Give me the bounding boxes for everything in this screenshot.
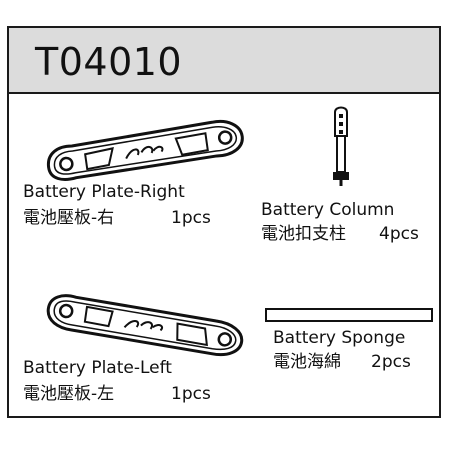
part-number: T04010 <box>35 40 183 84</box>
battery-plate-right-chinese: 電池壓板-右 <box>23 208 115 228</box>
battery-column-icon <box>333 106 349 186</box>
battery-sponge-qty: 2pcs <box>371 352 411 372</box>
battery-column-name: Battery Column <box>261 200 395 220</box>
battery-plate-left-chinese: 電池壓板-左 <box>23 384 115 404</box>
battery-plate-right-name: Battery Plate-Right <box>23 182 185 202</box>
battery-plate-right-icon <box>46 120 244 181</box>
battery-column-qty: 4pcs <box>379 224 419 244</box>
battery-plate-right-qty: 1pcs <box>171 208 211 228</box>
battery-plate-left-name: Battery Plate-Left <box>23 358 172 378</box>
header-bar: T04010 <box>9 28 439 94</box>
battery-column-chinese: 電池扣支柱 <box>261 224 346 244</box>
battery-plate-left-icon <box>46 294 244 357</box>
battery-sponge-icon <box>265 308 433 322</box>
battery-plate-left-qty: 1pcs <box>171 384 211 404</box>
parts-sheet: T04010 Battery Plate-Right 電池壓板-右 1pcs B… <box>7 26 441 418</box>
battery-sponge-name: Battery Sponge <box>273 328 406 348</box>
battery-sponge-chinese: 電池海綿 <box>273 352 341 372</box>
